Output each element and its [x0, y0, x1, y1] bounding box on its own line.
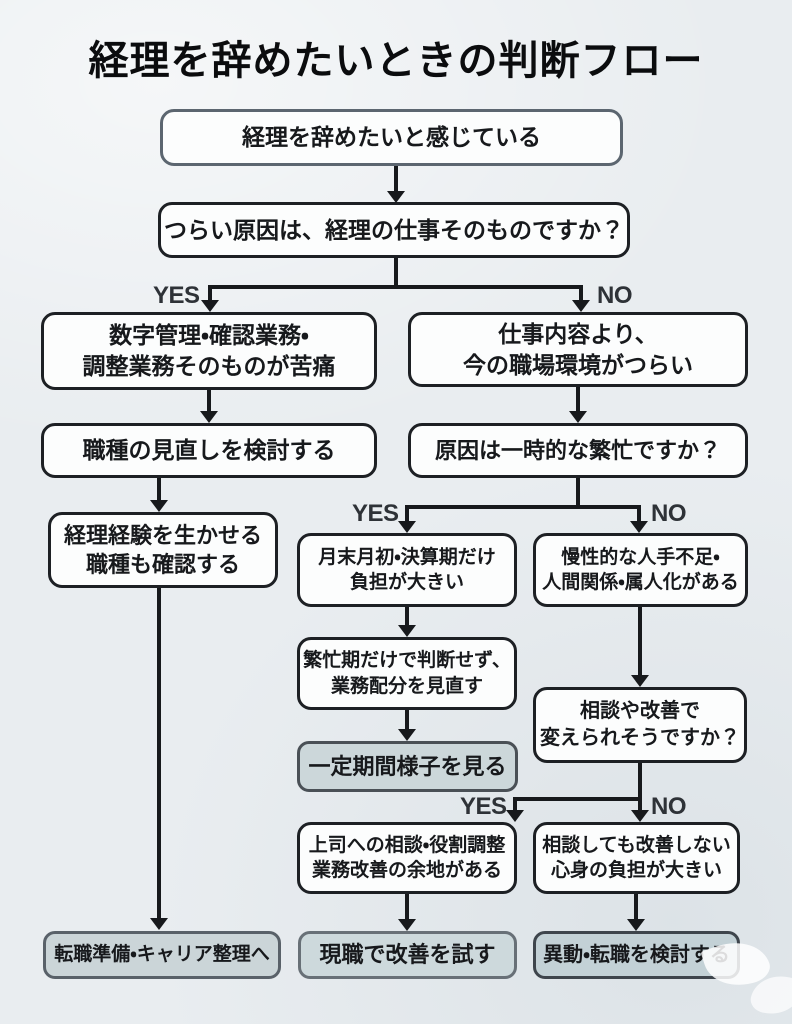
connector-pain-to-reconsider	[207, 390, 211, 412]
arrowhead-icon	[201, 300, 219, 312]
yes-label-q3: YES	[460, 793, 507, 820]
node-consult-boss: 上司への相談・役割調整 業務改善の余地がある	[297, 822, 517, 894]
yes-label-q1: YES	[153, 282, 200, 309]
arrowhead-icon	[398, 729, 416, 741]
connector-chronic-to-q3	[638, 607, 642, 677]
node-improve-current-job: 現職で改善を試す	[298, 931, 517, 979]
yes-label-q2: YES	[352, 500, 399, 527]
node-no-improvement-line1: 相談しても改善しない	[542, 834, 731, 856]
node-question-temporary-busy-text: 原因は一時的な繁忙ですか？	[434, 437, 721, 463]
no-label-q2: NO	[651, 500, 687, 527]
arrowhead-icon	[398, 625, 416, 637]
connector-start-to-q1	[394, 166, 398, 193]
node-reconsider-job-type-text: 職種の見直しを検討する	[82, 437, 336, 464]
node-consult-boss-line2: 業務改善の余地がある	[311, 860, 502, 881]
connector-reconsider-to-experience	[157, 478, 161, 502]
connector-q3-no-drop	[638, 797, 642, 811]
node-career-preparation: 転職準備・キャリア整理へ	[43, 931, 281, 979]
node-question-job-itself-text: つらい原因は、経理の仕事そのものですか？	[164, 216, 624, 243]
node-career-preparation-text: 転職準備・キャリア整理へ	[54, 944, 270, 966]
arrowhead-icon	[506, 810, 524, 822]
arrowhead-icon	[631, 810, 649, 822]
connector-q2-yes-drop	[405, 505, 409, 522]
connector-q1-yes-drop	[208, 285, 212, 302]
arrowhead-icon	[627, 919, 645, 931]
node-question-changeable-line2: 変えられそうですか？	[540, 727, 740, 749]
connector-consult-to-improve	[405, 894, 409, 921]
node-busy-period-only-line2: 負担が大きい	[349, 572, 464, 593]
node-workplace-environment-line2: 今の職場環境がつらい	[463, 351, 693, 378]
node-core-tasks-painful: 数字管理・確認業務・ 調整業務そのものが苦痛	[41, 312, 377, 390]
connector-q2-branch	[405, 505, 641, 509]
node-core-tasks-painful-line1: 数字管理・確認業務・	[109, 322, 309, 349]
arrowhead-icon	[387, 191, 405, 203]
node-leverage-experience-line2: 職種も確認する	[85, 552, 240, 577]
node-reconsider-job-type: 職種の見直しを検討する	[41, 423, 377, 478]
connector-q3-branch	[513, 797, 640, 801]
connector-q2-no-drop	[637, 505, 641, 522]
no-label-q1: NO	[597, 282, 633, 309]
connector-env-to-q2	[576, 387, 580, 412]
node-observe-for-a-while-text: 一定期間様子を見る	[308, 753, 507, 779]
arrowhead-icon	[200, 411, 218, 423]
node-consult-boss-line1: 上司への相談・役割調整	[308, 834, 506, 856]
node-observe-for-a-while: 一定期間様子を見る	[297, 741, 518, 792]
node-workplace-environment-line1: 仕事内容より、	[498, 320, 658, 347]
arrowhead-icon	[569, 411, 587, 423]
node-start-text: 経理を辞めたいと感じている	[242, 124, 541, 151]
node-workplace-environment: 仕事内容より、 今の職場環境がつらい	[408, 312, 748, 387]
watermark-swirl-icon	[748, 970, 792, 1020]
node-consider-transfer: 異動・転職を検討する	[533, 931, 740, 979]
node-chronic-problems-line2: 人間関係・属人化がある	[542, 572, 739, 593]
node-leverage-experience: 経理経験を生かせる 職種も確認する	[48, 512, 278, 588]
no-label-q3: NO	[651, 793, 687, 820]
node-chronic-problems: 慢性的な人手不足・ 人間関係・属人化がある	[533, 533, 748, 607]
node-no-improvement-line2: 心身の負担が大きい	[550, 860, 722, 881]
arrowhead-icon	[398, 919, 416, 931]
node-question-temporary-busy: 原因は一時的な繁忙ですか？	[408, 423, 748, 478]
connector-noimprove-to-transfer	[634, 894, 638, 921]
node-core-tasks-painful-line2: 調整業務そのものが苦痛	[82, 353, 336, 379]
connector-q1-no-drop	[579, 285, 583, 302]
node-busy-period-only-line1: 月末月初・決算期だけ	[318, 546, 496, 568]
node-question-changeable: 相談や改善で 変えられそうですか？	[533, 687, 747, 763]
node-review-workload-line1: 繁忙期だけで判断せず、	[303, 650, 511, 672]
arrowhead-icon	[631, 675, 649, 687]
node-busy-period-only: 月末月初・決算期だけ 負担が大きい	[297, 533, 517, 607]
connector-q3-yes-drop	[513, 797, 517, 811]
node-question-changeable-line1: 相談や改善で	[580, 700, 700, 723]
node-leverage-experience-line1: 経理経験を生かせる	[63, 522, 262, 548]
connector-q3-stem	[638, 763, 642, 801]
arrowhead-icon	[150, 918, 168, 930]
connector-judge-to-observe	[405, 710, 409, 730]
connector-q1-branch	[210, 285, 583, 289]
connector-busy-to-judge	[405, 607, 409, 627]
node-no-improvement: 相談しても改善しない 心身の負担が大きい	[533, 822, 740, 894]
arrowhead-icon	[398, 521, 416, 533]
connector-q1-stem	[394, 258, 398, 289]
arrowhead-icon	[572, 300, 590, 312]
arrowhead-icon	[150, 500, 168, 512]
node-review-workload: 繁忙期だけで判断せず、 業務配分を見直す	[297, 637, 517, 710]
arrowhead-icon	[630, 521, 648, 533]
node-improve-current-job-text: 現職で改善を試す	[319, 942, 496, 968]
page-title: 経理を辞めたいときの判断フロー	[88, 39, 704, 83]
node-start: 経理を辞めたいと感じている	[160, 109, 623, 166]
node-consider-transfer-text: 異動・転職を検討する	[543, 943, 730, 966]
node-chronic-problems-line1: 慢性的な人手不足・	[561, 546, 720, 568]
node-question-job-itself: つらい原因は、経理の仕事そのものですか？	[158, 202, 630, 258]
node-review-workload-line2: 業務配分を見直す	[330, 675, 483, 697]
connector-q2-stem	[576, 478, 580, 509]
connector-experience-to-career	[157, 588, 161, 920]
